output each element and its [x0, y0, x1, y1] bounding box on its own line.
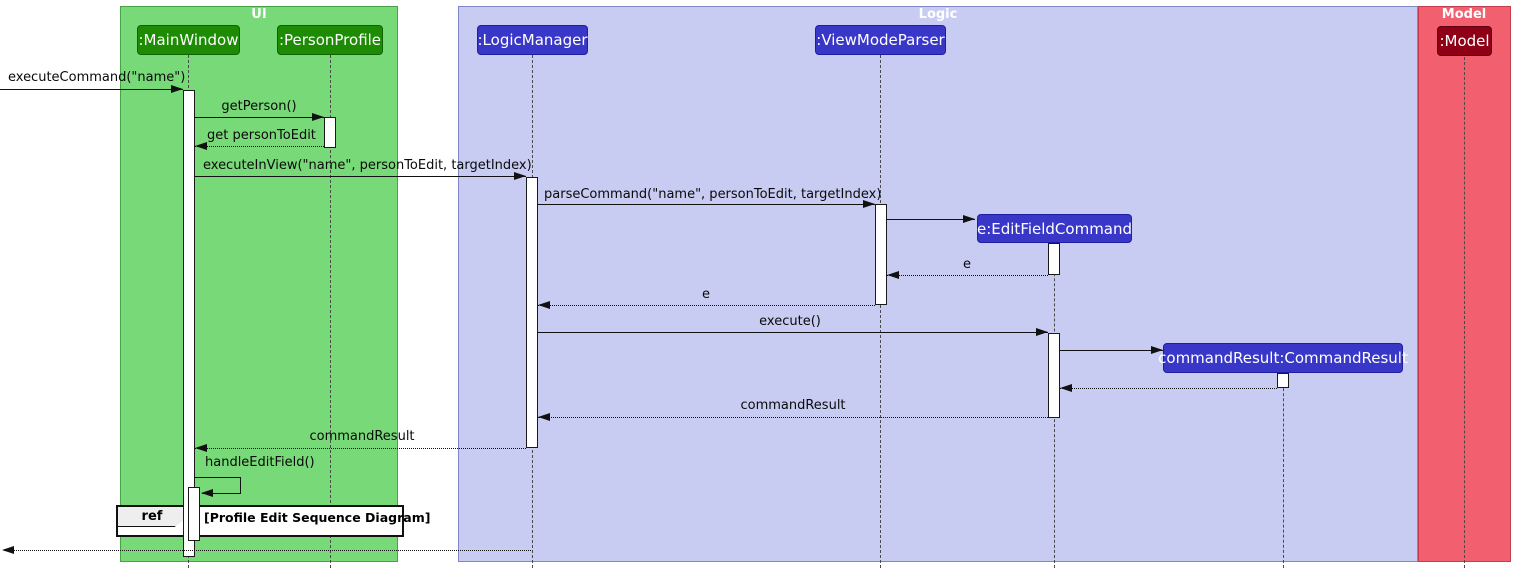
message-label-get-person: getPerson()	[221, 99, 297, 114]
arrowhead-left-icon	[1060, 384, 1072, 392]
message-line-self-call-down	[240, 477, 241, 493]
activation-logic-manager	[526, 177, 538, 448]
participant-view-mode-parser: :ViewModeParser	[815, 25, 946, 55]
arrowhead-left-icon	[201, 489, 213, 497]
arrowhead-right-icon	[863, 200, 875, 208]
arrowhead-left-icon	[2, 546, 14, 554]
arrowhead-right-icon	[1151, 346, 1163, 354]
message-label-execute-command: executeCommand("name")	[8, 70, 186, 85]
message-label-e-return-2: e	[702, 287, 710, 302]
lifeline-view-mode-parser	[880, 55, 881, 568]
created-object-command-result: commandResult:CommandResult	[1158, 343, 1408, 373]
arrowhead-left-icon	[538, 301, 550, 309]
ref-label: [Profile Edit Sequence Diagram]	[204, 510, 431, 525]
arrowhead-right-icon	[514, 172, 526, 180]
message-line-get-person	[195, 117, 324, 118]
message-line-e-return-1	[887, 275, 1048, 276]
message-line-self-call-out	[195, 477, 240, 478]
message-label-execute: execute()	[759, 314, 821, 329]
ref-fragment: ref [Profile Edit Sequence Diagram]	[116, 505, 430, 537]
frame-ui	[120, 6, 398, 562]
arrowhead-left-icon	[538, 413, 550, 421]
message-line-command-result-1	[538, 417, 1048, 418]
lifeline-model	[1464, 57, 1465, 568]
message-line-parse-command	[538, 204, 875, 205]
message-line-execute	[538, 332, 1048, 333]
message-line-get-person-to-edit	[195, 146, 324, 147]
message-label-get-person-to-edit: get personToEdit	[207, 128, 316, 143]
message-label-parse-command: parseCommand("name", personToEdit, targe…	[544, 187, 882, 202]
message-line-e-return-2	[538, 305, 875, 306]
lifeline-person-profile	[330, 55, 331, 568]
message-line-execute-in-view	[195, 176, 526, 177]
arrowhead-right-icon	[171, 85, 183, 93]
activation-view-mode-parser	[875, 204, 887, 305]
message-line-create-command-result	[1060, 350, 1163, 351]
arrowhead-right-icon	[1036, 328, 1048, 336]
activation-edit-field-command-execute	[1048, 333, 1060, 418]
message-label-handle-edit-field: handleEditField()	[205, 455, 315, 470]
frame-ui-title: UI	[251, 7, 267, 22]
participant-person-profile: :PersonProfile	[277, 25, 383, 55]
arrowhead-left-icon	[887, 271, 899, 279]
message-line-command-result-2	[195, 448, 526, 449]
message-line-command-result-creation-return	[1060, 388, 1277, 389]
arrowhead-left-icon	[195, 444, 207, 452]
arrowhead-right-icon	[312, 113, 324, 121]
message-line-execute-command	[0, 89, 183, 90]
message-label-command-result-1: commandResult	[740, 398, 846, 413]
frame-model-title: Model	[1441, 7, 1487, 22]
arrowhead-right-icon	[963, 215, 975, 223]
message-label-e-return-1: e	[963, 257, 971, 272]
activation-main-window	[183, 90, 195, 557]
message-line-final-return	[4, 550, 531, 551]
participant-model: :Model	[1437, 26, 1492, 56]
created-object-edit-field-command: e:EditFieldCommand	[977, 214, 1132, 243]
message-label-command-result-2: commandResult	[309, 429, 415, 444]
lifeline-command-result	[1283, 373, 1284, 568]
message-line-create-edit-field-command	[887, 219, 975, 220]
arrowhead-left-icon	[195, 142, 207, 150]
activation-edit-field-command-create	[1048, 243, 1060, 275]
message-line-self-call-back	[202, 493, 241, 494]
activation-person-profile	[324, 117, 336, 148]
message-label-execute-in-view: executeInView("name", personToEdit, targ…	[203, 158, 532, 173]
ref-keyword: ref	[118, 507, 187, 527]
participant-main-window: :MainWindow	[137, 25, 240, 55]
activation-main-window-nested	[188, 487, 200, 541]
frame-logic	[458, 6, 1418, 562]
participant-logic-manager: :LogicManager	[477, 25, 588, 55]
activation-command-result	[1277, 373, 1289, 388]
frame-logic-title: Logic	[918, 7, 958, 22]
